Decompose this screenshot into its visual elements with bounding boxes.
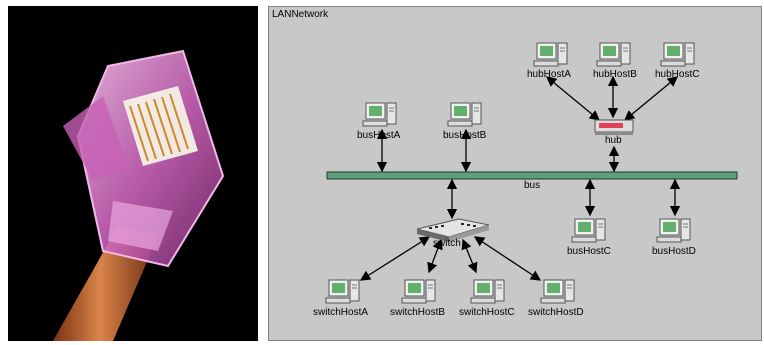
switchHostA-computer-icon bbox=[325, 279, 360, 304]
hubHostA-computer-icon bbox=[533, 42, 568, 67]
lan-network-diagram: LANNetwork bbox=[268, 6, 762, 341]
busHostD-computer-icon bbox=[656, 218, 691, 243]
switch-icon bbox=[416, 218, 490, 242]
link-hubHostA-hub bbox=[545, 76, 601, 121]
hubHostC-label: hubHostC bbox=[655, 69, 700, 80]
switchHostB-label: switchHostB bbox=[390, 307, 446, 318]
hub-label: hub bbox=[605, 135, 622, 146]
switchHostA-label: switchHostA bbox=[313, 307, 369, 318]
switchHostC-computer-icon bbox=[470, 279, 505, 304]
busHostC-label: busHostC bbox=[567, 246, 611, 257]
switchHostC-label: switchHostC bbox=[459, 307, 515, 318]
busHostD-label: busHostD bbox=[652, 246, 696, 257]
switchHostD-label: switchHostD bbox=[528, 307, 584, 318]
link-switch-switchHostC bbox=[461, 238, 478, 274]
network-links bbox=[325, 42, 738, 304]
link-hubHostC-hub bbox=[623, 76, 679, 121]
switchHostD-computer-icon bbox=[540, 279, 575, 304]
link-switch-switchHostB bbox=[427, 238, 443, 274]
hubHostB-label: hubHostB bbox=[593, 69, 637, 80]
rj45-icon bbox=[53, 49, 225, 341]
bus-label: bus bbox=[524, 180, 541, 191]
hubHostC-computer-icon bbox=[660, 42, 695, 67]
link-switch-switchHostA bbox=[359, 236, 431, 281]
bus-bar bbox=[326, 171, 738, 180]
hubHostB-computer-icon bbox=[596, 42, 631, 67]
rj45-connector-photo bbox=[8, 6, 258, 341]
busHostB-label: busHostB bbox=[443, 130, 487, 141]
switchHostB-computer-icon bbox=[401, 279, 436, 304]
busHostA-computer-icon bbox=[362, 102, 397, 127]
busHostC-computer-icon bbox=[571, 218, 606, 243]
hub-icon bbox=[594, 119, 634, 135]
network-title: LANNetwork bbox=[272, 9, 329, 20]
hubHostA-label: hubHostA bbox=[527, 69, 571, 80]
switch-label: switch bbox=[433, 238, 461, 249]
link-switch-switchHostD bbox=[473, 236, 542, 281]
busHostB-computer-icon bbox=[447, 102, 482, 127]
busHostA-label: busHostA bbox=[357, 130, 401, 141]
